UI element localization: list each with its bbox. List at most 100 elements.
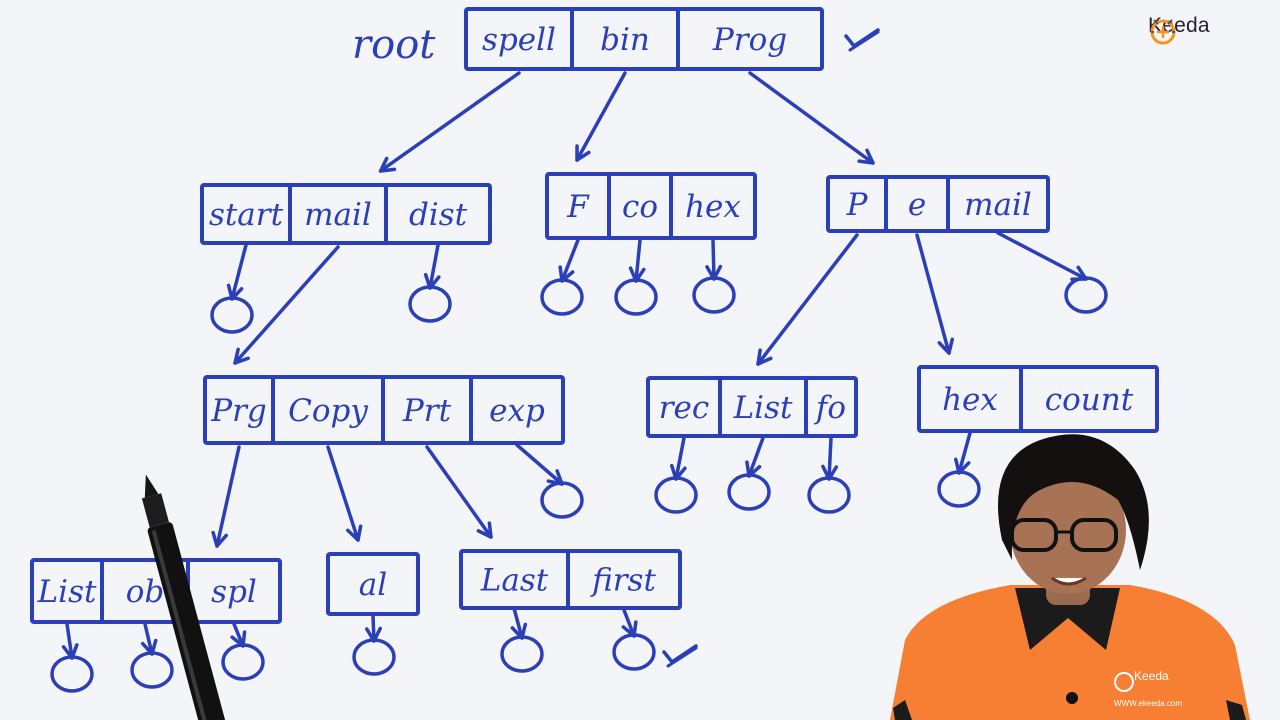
cell-label: al [359, 567, 387, 603]
leaf-node [807, 476, 851, 514]
node-box [464, 7, 824, 71]
leaf-node [937, 470, 981, 508]
marker-pen [141, 474, 227, 720]
edge-arrow [670, 436, 687, 481]
edge-arrow [821, 436, 839, 481]
leaf-node [540, 278, 584, 316]
leaf-node [500, 635, 544, 673]
cell-label: Prt [402, 393, 452, 429]
edge-arrow [745, 436, 765, 478]
cell-label: Prog [712, 22, 787, 58]
cell-label: spl [211, 574, 257, 610]
cell-label: bin [600, 22, 650, 58]
leaf-node [221, 643, 265, 681]
leaf-node [408, 285, 452, 323]
leaf-node [692, 276, 736, 314]
edge-arrow [575, 71, 627, 162]
edge-arrow [510, 608, 528, 640]
edge-arrow [423, 243, 441, 290]
node-e: hex count [917, 365, 1159, 433]
cell-label: P [846, 187, 869, 223]
edge-arrow [558, 238, 580, 283]
edge-arrow [378, 71, 521, 173]
node-prt: Last first [459, 549, 682, 610]
cell-label: rec [659, 390, 710, 426]
node-mail: Prg Copy Prt exp [203, 375, 565, 445]
edge-arrow [515, 443, 564, 486]
node-copy: al [326, 552, 420, 616]
edge-arrow [365, 614, 382, 643]
leaf-node [50, 655, 94, 693]
edge-arrow [326, 445, 363, 542]
check-mark [662, 644, 698, 668]
edge-arrow [628, 238, 646, 283]
node-box [545, 172, 757, 240]
node-root: spell bin Prog [464, 7, 824, 71]
cell-label: Prg [210, 393, 267, 429]
edge-arrow [230, 622, 247, 648]
node-box [646, 376, 858, 438]
edge-arrow [756, 233, 859, 366]
ekeeda-logo: Keeda [1148, 14, 1210, 45]
cell-label: List [37, 574, 97, 610]
node-spell: start mail dist [200, 183, 492, 245]
cell-label: List [733, 390, 793, 426]
presenter [890, 434, 1250, 720]
cell-label: spell [482, 22, 556, 58]
edge-arrow [226, 243, 248, 301]
cell-label: Last [480, 563, 549, 599]
leaf-node [614, 278, 658, 316]
cell-label: mail [964, 187, 1032, 223]
check-mark [844, 28, 880, 52]
cell-label: fo [814, 390, 846, 426]
cell-label: hex [685, 189, 741, 225]
edge-arrow [954, 431, 972, 475]
edge-arrow [996, 231, 1088, 282]
shirt-url-text: WWW.ekeeda.com [1114, 699, 1182, 708]
node-box [200, 183, 492, 245]
cell-label: count [1045, 382, 1134, 418]
leaf-node [727, 473, 771, 511]
edge-arrow [705, 238, 723, 281]
leaf-node [1064, 276, 1108, 314]
leaf-node [352, 638, 396, 676]
cell-label: exp [489, 393, 545, 429]
cell-label: mail [304, 197, 372, 233]
node-box [826, 175, 1050, 233]
node-box [459, 549, 682, 610]
cell-label: first [590, 563, 656, 599]
leaf-node [130, 651, 174, 689]
edge-arrow [915, 233, 955, 355]
root-label: root [352, 22, 436, 68]
ekeeda-gear-icon [1150, 19, 1176, 45]
edge-arrow [140, 622, 158, 656]
leaf-node [654, 476, 698, 514]
cell-label: ob [126, 574, 165, 610]
cell-label: F [566, 189, 590, 225]
edge-arrow [425, 445, 493, 539]
node-box [917, 365, 1159, 433]
cell-label: dist [409, 197, 468, 233]
edge-arrow [211, 445, 241, 548]
cell-label: e [908, 187, 926, 223]
cell-label: co [622, 189, 658, 225]
edge-arrow [61, 622, 79, 660]
shirt-logo-text: Keeda [1134, 669, 1169, 683]
edge-arrow [748, 71, 875, 165]
leaf-node [210, 296, 254, 334]
cell-label: Copy [288, 393, 368, 429]
leaf-node [540, 481, 584, 519]
cell-label: start [209, 197, 284, 233]
edge-arrow [233, 245, 340, 365]
cell-label: hex [942, 382, 998, 418]
edge-arrow [621, 608, 638, 638]
node-box [326, 552, 420, 616]
leaf-node [612, 633, 656, 671]
